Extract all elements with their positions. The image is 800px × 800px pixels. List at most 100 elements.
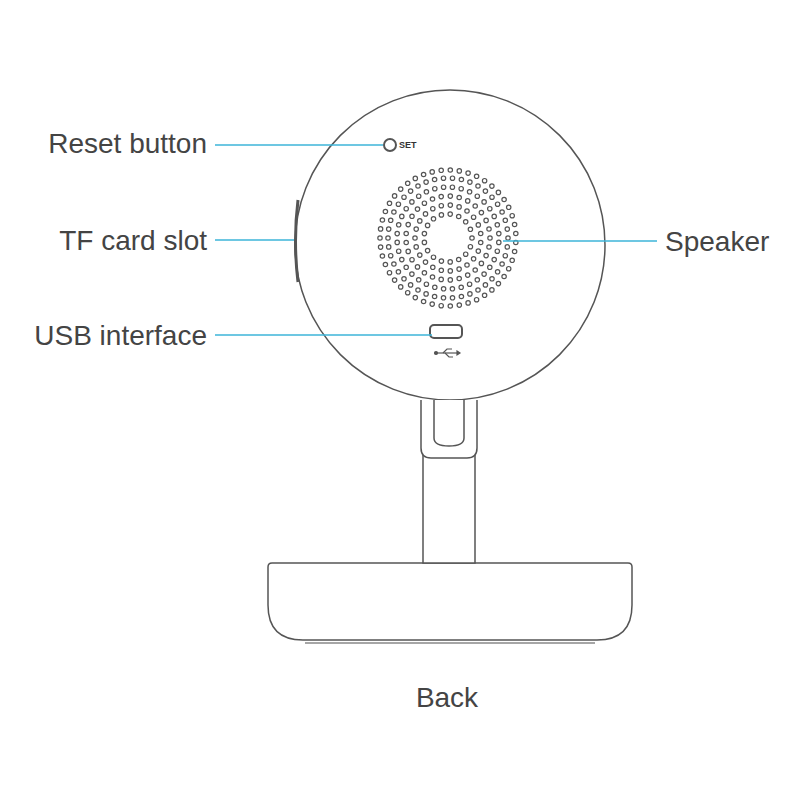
stand-hinge bbox=[421, 400, 477, 458]
speaker-hole bbox=[502, 274, 506, 278]
speaker-hole bbox=[448, 260, 452, 264]
speaker-hole bbox=[417, 194, 421, 198]
speaker-hole bbox=[448, 212, 452, 216]
speaker-hole bbox=[424, 282, 428, 286]
speaker-hole bbox=[502, 197, 506, 201]
speaker-hole bbox=[392, 262, 396, 266]
speaker-hole bbox=[476, 223, 480, 227]
reset-button bbox=[384, 139, 396, 151]
speaker-hole bbox=[416, 288, 420, 292]
speaker-hole bbox=[450, 176, 454, 180]
speaker-hole bbox=[417, 278, 421, 282]
speaker-hole bbox=[471, 257, 475, 261]
speaker-hole bbox=[466, 301, 470, 305]
speaker-hole bbox=[476, 184, 480, 188]
speaker-hole bbox=[495, 202, 499, 206]
speaker-hole bbox=[387, 245, 391, 249]
speaker-hole bbox=[490, 277, 494, 281]
speaker-hole bbox=[505, 227, 509, 231]
speaker-hole bbox=[387, 227, 391, 231]
speaker-hole bbox=[410, 200, 414, 204]
speaker-hole bbox=[514, 231, 518, 235]
speaker-hole bbox=[492, 257, 496, 261]
speaker-hole bbox=[488, 236, 492, 240]
speaker-hole bbox=[459, 285, 463, 289]
speaker-hole bbox=[439, 168, 443, 172]
button-marking: SET bbox=[399, 141, 417, 150]
speaker-hole bbox=[482, 293, 486, 297]
speaker-hole bbox=[448, 203, 452, 207]
speaker-hole bbox=[475, 278, 479, 282]
speaker-hole bbox=[441, 296, 445, 300]
tf-card-slot bbox=[296, 200, 299, 282]
speaker-hole bbox=[488, 207, 492, 211]
speaker-hole bbox=[450, 185, 454, 189]
speaker-hole bbox=[465, 263, 469, 267]
speaker-hole bbox=[497, 240, 501, 244]
speaker-hole bbox=[402, 277, 406, 281]
part-label: Speaker bbox=[665, 228, 769, 256]
view-caption: Back bbox=[416, 684, 478, 712]
speaker-hole bbox=[439, 268, 443, 272]
speaker-hole bbox=[406, 249, 410, 253]
speaker-hole bbox=[413, 236, 417, 240]
speaker-hole bbox=[413, 295, 417, 299]
speaker-holes bbox=[378, 168, 518, 308]
speaker-hole bbox=[492, 214, 496, 218]
speaker-hole bbox=[468, 180, 472, 184]
speaker-hole bbox=[512, 222, 516, 226]
speaker-hole bbox=[490, 184, 494, 188]
speaker-hole bbox=[408, 283, 412, 287]
part-label: USB interface bbox=[34, 322, 207, 350]
speaker-hole bbox=[410, 272, 414, 276]
speaker-hole bbox=[392, 278, 396, 282]
speaker-hole bbox=[395, 231, 399, 235]
base-foot bbox=[305, 642, 595, 644]
speaker-hole bbox=[383, 262, 387, 266]
speaker-hole bbox=[422, 240, 426, 244]
speaker-hole bbox=[418, 219, 422, 223]
speaker-hole bbox=[488, 265, 492, 269]
speaker-hole bbox=[421, 299, 425, 303]
speaker-hole bbox=[500, 262, 504, 266]
speaker-hole bbox=[479, 231, 483, 235]
speaker-hole bbox=[408, 189, 412, 193]
leader-lines bbox=[215, 145, 657, 335]
speaker-hole bbox=[495, 223, 499, 227]
speaker-hole bbox=[468, 227, 472, 231]
speaker-hole bbox=[457, 195, 461, 199]
speaker-hole bbox=[506, 236, 510, 240]
speaker-hole bbox=[424, 180, 428, 184]
speaker-hole bbox=[484, 253, 488, 257]
leader-line bbox=[503, 240, 657, 242]
speaker-hole bbox=[468, 292, 472, 296]
speaker-hole bbox=[450, 296, 454, 300]
speaker-hole bbox=[507, 267, 511, 271]
leader-line bbox=[215, 239, 294, 241]
speaker-hole bbox=[500, 210, 504, 214]
usb-port bbox=[430, 325, 462, 338]
speaker-hole bbox=[387, 201, 391, 205]
speaker-hole bbox=[399, 187, 403, 191]
speaker-hole bbox=[378, 245, 382, 249]
speaker-hole bbox=[414, 245, 418, 249]
speaker-hole bbox=[404, 231, 408, 235]
speaker-hole bbox=[476, 288, 480, 292]
speaker-hole bbox=[422, 271, 426, 275]
speaker-hole bbox=[389, 254, 393, 258]
camera-head bbox=[295, 90, 605, 400]
speaker-hole bbox=[430, 197, 434, 201]
speaker-hole bbox=[464, 252, 468, 256]
speaker-hole bbox=[496, 190, 500, 194]
speaker-hole bbox=[414, 227, 418, 231]
part-label: Reset button bbox=[48, 130, 207, 158]
speaker-hole bbox=[406, 181, 410, 185]
speaker-hole bbox=[423, 260, 427, 264]
speaker-hole bbox=[473, 268, 477, 272]
speaker-hole bbox=[465, 209, 469, 213]
speaker-hole bbox=[467, 282, 471, 286]
speaker-hole bbox=[464, 220, 468, 224]
speaker-hole bbox=[416, 184, 420, 188]
speaker-hole bbox=[490, 195, 494, 199]
